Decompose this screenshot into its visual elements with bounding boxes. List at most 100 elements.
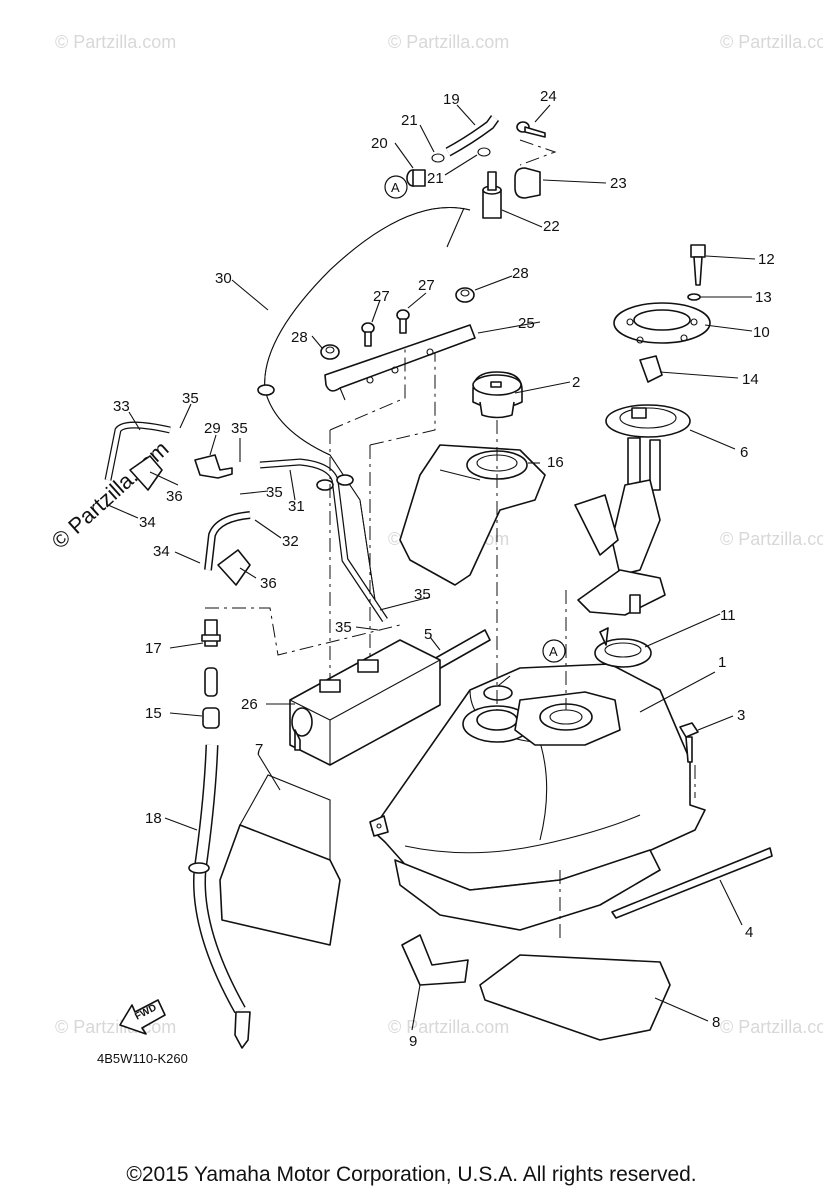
callout: 34 xyxy=(153,543,170,560)
fuel-pump xyxy=(574,404,691,616)
bolt-27 xyxy=(361,322,375,347)
callout: 17 xyxy=(145,640,162,657)
callout: 31 xyxy=(288,498,305,515)
callout: 19 xyxy=(443,91,460,108)
grommet-15 xyxy=(202,707,220,729)
screw-24 xyxy=(516,121,546,138)
watermark: © Partzilla.com xyxy=(55,32,176,52)
watermark: © Partzilla.com xyxy=(388,32,509,52)
callout: 20 xyxy=(371,135,388,152)
hose-19 xyxy=(445,115,500,157)
callout: 35 xyxy=(335,619,352,636)
bolt-12 xyxy=(690,244,706,286)
copyright-notice: ©2015 Yamaha Motor Corporation, U.S.A. A… xyxy=(126,1163,697,1186)
hose-30 xyxy=(257,207,471,601)
watermark: © Partzilla.com xyxy=(720,1017,823,1037)
ref-marker-a-tank: A xyxy=(542,639,566,663)
callout: 3 xyxy=(737,707,745,724)
callout: 6 xyxy=(740,444,748,461)
callout: 10 xyxy=(753,324,770,341)
callout: 4 xyxy=(745,924,753,941)
drain-hose-18 xyxy=(188,744,251,1049)
bolt-3 xyxy=(679,722,699,763)
hose-33 xyxy=(104,421,171,481)
callout: 30 xyxy=(215,270,232,287)
callout: 23 xyxy=(610,175,627,192)
connector-14 xyxy=(639,355,663,383)
fwd-arrow: FWD xyxy=(119,999,166,1035)
callout: 36 xyxy=(166,488,183,505)
pump-retainer-ring xyxy=(613,302,711,344)
callout: 8 xyxy=(712,1014,720,1031)
bolt-27b xyxy=(396,309,410,334)
callouts: 1 2 3 4 5 6 7 8 9 10 11 12 13 14 15 16 1… xyxy=(113,88,775,1050)
leader-lines xyxy=(107,104,756,1031)
clamp-23 xyxy=(514,167,541,199)
callout: 13 xyxy=(755,289,772,306)
clip-21b xyxy=(477,147,491,157)
hose-32 xyxy=(204,511,251,571)
watermark: © Partzilla.com xyxy=(720,529,823,549)
bracket-25 xyxy=(324,324,476,401)
cap-20 xyxy=(406,169,426,187)
callout: 32 xyxy=(282,533,299,550)
callout: 28 xyxy=(291,329,308,346)
callout: 28 xyxy=(512,265,529,282)
callout: 11 xyxy=(720,607,736,624)
callout: 27 xyxy=(373,288,390,305)
callout: 18 xyxy=(145,810,162,827)
callout: 36 xyxy=(260,575,277,592)
callout: 35 xyxy=(231,420,248,437)
callout: 5 xyxy=(424,626,432,643)
holder-36 xyxy=(129,455,163,491)
callout: 27 xyxy=(418,277,435,294)
damper-8 xyxy=(479,954,671,1041)
callout: 7 xyxy=(255,741,263,758)
alignment-lines xyxy=(205,139,696,938)
callout: 35 xyxy=(266,484,283,501)
callout: 26 xyxy=(241,696,258,713)
callout: 34 xyxy=(139,514,156,531)
valve-22 xyxy=(482,171,502,219)
ref-marker-label: A xyxy=(549,644,558,659)
callout: 21 xyxy=(427,170,444,187)
grommet-28 xyxy=(320,344,340,360)
callout: 15 xyxy=(145,705,162,722)
callout: 29 xyxy=(204,420,221,437)
callout: 33 xyxy=(113,398,130,415)
watermark: © Partzilla.com xyxy=(720,32,823,52)
callout: 9 xyxy=(409,1033,417,1050)
hose-31 xyxy=(259,458,388,622)
canister-26 xyxy=(289,639,441,766)
damper-9 xyxy=(401,934,469,986)
fill-tube-cover xyxy=(399,444,546,586)
joint-29 xyxy=(194,454,233,479)
callout: 22 xyxy=(543,218,560,235)
callout: 14 xyxy=(742,371,759,388)
hose-piece xyxy=(204,667,218,697)
callout: 1 xyxy=(718,654,726,671)
damper-strip-4 xyxy=(611,847,773,919)
callout: 21 xyxy=(401,112,418,129)
callout: 35 xyxy=(182,390,199,407)
grommet-28b xyxy=(455,287,475,303)
fuel-cap xyxy=(472,371,523,419)
watermark: © Partzilla.com xyxy=(55,1017,176,1037)
washer-13 xyxy=(687,293,701,301)
callout: 12 xyxy=(758,251,775,268)
diagram-code: 4B5W110-K260 xyxy=(97,1051,188,1066)
callout: 25 xyxy=(518,315,535,332)
callout: 16 xyxy=(547,454,564,471)
holder-36b xyxy=(217,549,251,586)
fuel-tank xyxy=(369,663,706,931)
callout: 24 xyxy=(540,88,557,105)
callout: 35 xyxy=(414,586,431,603)
damper-7 xyxy=(219,774,341,946)
ref-marker-label: A xyxy=(391,180,400,195)
ref-marker-a-top: A xyxy=(384,175,408,199)
callout: 2 xyxy=(572,374,580,391)
joint-17 xyxy=(201,619,221,647)
gasket-11 xyxy=(594,627,652,668)
clip-21 xyxy=(431,153,445,163)
